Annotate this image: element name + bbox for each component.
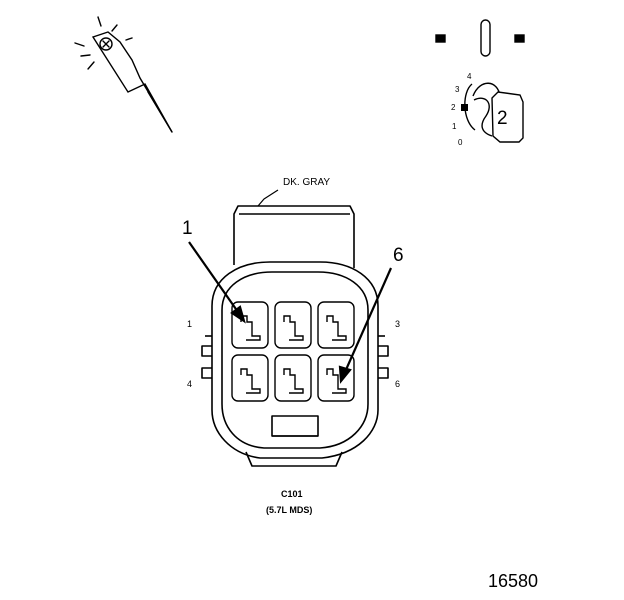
pin-label-top-right: 3 — [395, 319, 401, 329]
key-badge-number: 2 — [497, 108, 508, 129]
wire-color-label: DK. GRAY — [283, 177, 331, 188]
cavity-5 — [274, 354, 312, 402]
callout-6: 6 — [393, 245, 404, 266]
figure-number: 16580 — [488, 571, 539, 591]
connector-body — [201, 189, 389, 467]
connector-id: C101 — [281, 489, 303, 499]
cavity-6 — [317, 354, 355, 402]
callout-1: 1 — [182, 218, 193, 239]
cavity-3 — [317, 301, 355, 349]
callout-arrows — [188, 241, 393, 384]
cavity-4 — [231, 354, 269, 402]
key-scale-4: 4 — [467, 72, 472, 81]
key-scale-0: 0 — [458, 138, 463, 147]
terminal-cavities — [231, 301, 355, 402]
pin-label-top-left: 1 — [187, 319, 193, 329]
key-scale-3: 3 — [455, 85, 460, 94]
probe-tool-icon — [74, 16, 173, 133]
key-scale-2: 2 — [451, 103, 456, 112]
cavity-2 — [274, 301, 312, 349]
terminal-key-icon — [435, 19, 525, 143]
connector-variant: (5.7L MDS) — [266, 505, 313, 515]
pin-label-bottom-left: 4 — [187, 379, 193, 389]
pin-label-bottom-right: 6 — [395, 379, 401, 389]
key-scale-1: 1 — [452, 122, 457, 131]
